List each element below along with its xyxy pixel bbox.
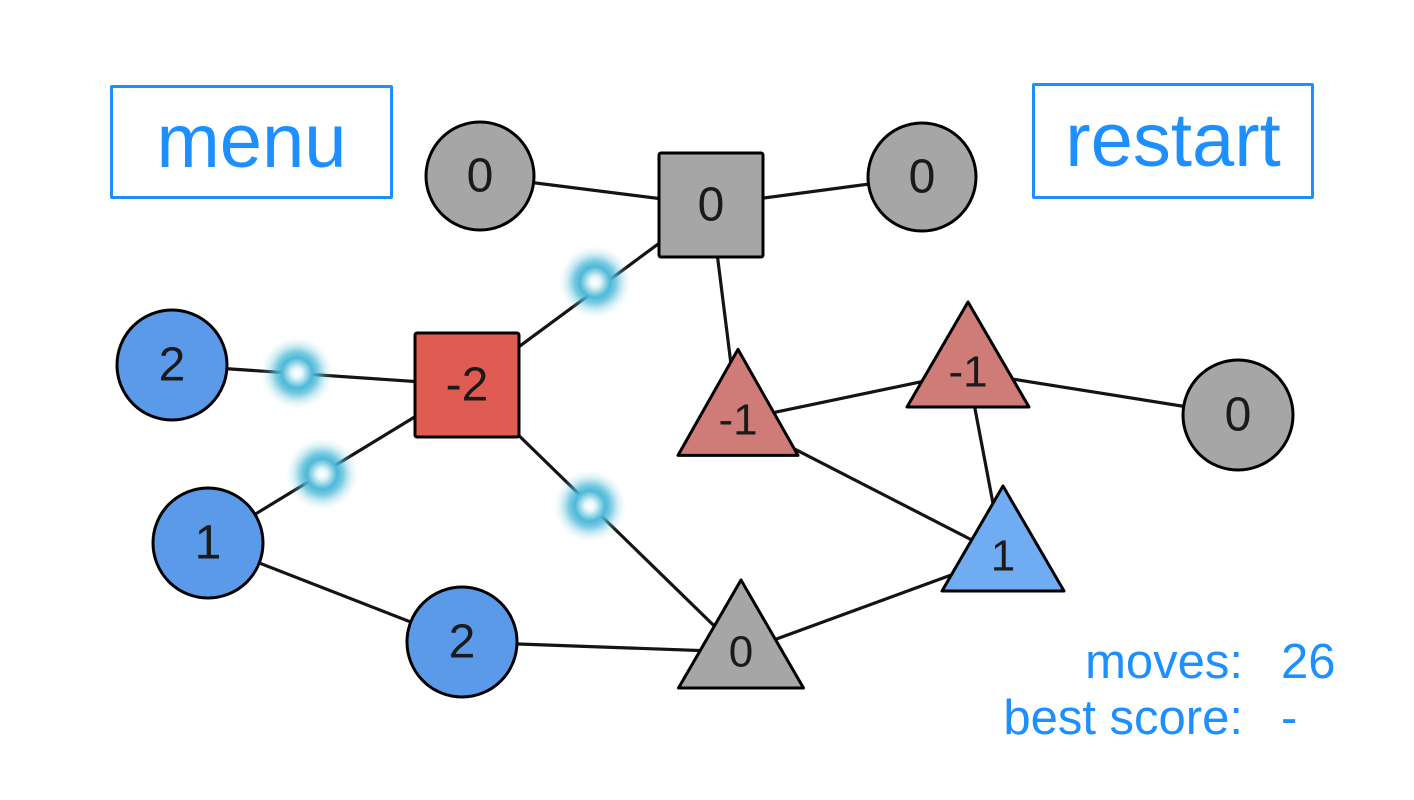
node-square-1[interactable]: 0 — [657, 151, 765, 259]
node-circle-3[interactable]: 2 — [115, 308, 229, 422]
triangle-shape — [676, 347, 800, 457]
node-triangle-5[interactable]: -1 — [676, 347, 800, 457]
triangle-shape — [905, 300, 1031, 409]
node-layer: 0 0 0 2 -2 -1 -1 0 1 1 2 0 — [115, 120, 1295, 699]
square-shape — [413, 331, 521, 439]
node-value: 0 — [698, 179, 725, 232]
edge-particle-glow — [261, 337, 333, 409]
best-score-label: best score: — [1003, 690, 1243, 745]
restart-button[interactable]: restart — [1032, 83, 1314, 199]
node-triangle-9[interactable]: 1 — [940, 484, 1066, 593]
square-shape — [657, 151, 765, 259]
circle-shape — [424, 120, 536, 232]
moves-value: 26 — [1281, 634, 1336, 689]
node-value: 0 — [1225, 389, 1252, 442]
circle-shape — [866, 121, 978, 233]
node-value: 0 — [909, 151, 936, 204]
node-circle-0[interactable]: 0 — [424, 120, 536, 232]
node-value: 1 — [195, 517, 222, 570]
node-circle-10[interactable]: 2 — [405, 585, 519, 699]
node-value: 1 — [991, 532, 1015, 581]
node-value: -1 — [718, 396, 757, 445]
node-value: 0 — [467, 150, 494, 203]
best-score-value: - — [1281, 690, 1298, 745]
node-square-4[interactable]: -2 — [413, 331, 521, 439]
circle-shape — [115, 308, 229, 422]
circle-shape — [151, 486, 265, 600]
edge-particle-glow — [554, 470, 626, 542]
node-value: 2 — [449, 616, 476, 669]
node-value: 2 — [159, 339, 186, 392]
moves-label: moves: — [1085, 634, 1243, 689]
triangle-shape — [677, 578, 805, 690]
menu-button[interactable]: menu — [110, 85, 393, 199]
edge-particle-glow — [559, 246, 631, 318]
node-triangle-6[interactable]: -1 — [905, 300, 1031, 409]
node-circle-2[interactable]: 0 — [866, 121, 978, 233]
best-score-row: best score: - — [820, 690, 1380, 746]
node-circle-7[interactable]: 0 — [1181, 358, 1295, 472]
particle-layer — [261, 246, 631, 542]
edge-particle-glow — [286, 438, 358, 510]
node-value: -1 — [948, 348, 987, 397]
triangle-shape — [940, 484, 1066, 593]
node-triangle-11[interactable]: 0 — [677, 578, 805, 690]
moves-row: moves: 26 — [820, 634, 1380, 690]
circle-shape — [405, 585, 519, 699]
node-circle-8[interactable]: 1 — [151, 486, 265, 600]
circle-shape — [1181, 358, 1295, 472]
node-value: -2 — [446, 359, 489, 412]
node-value: 0 — [729, 628, 753, 677]
score-panel: moves: 26 best score: - — [820, 634, 1380, 746]
